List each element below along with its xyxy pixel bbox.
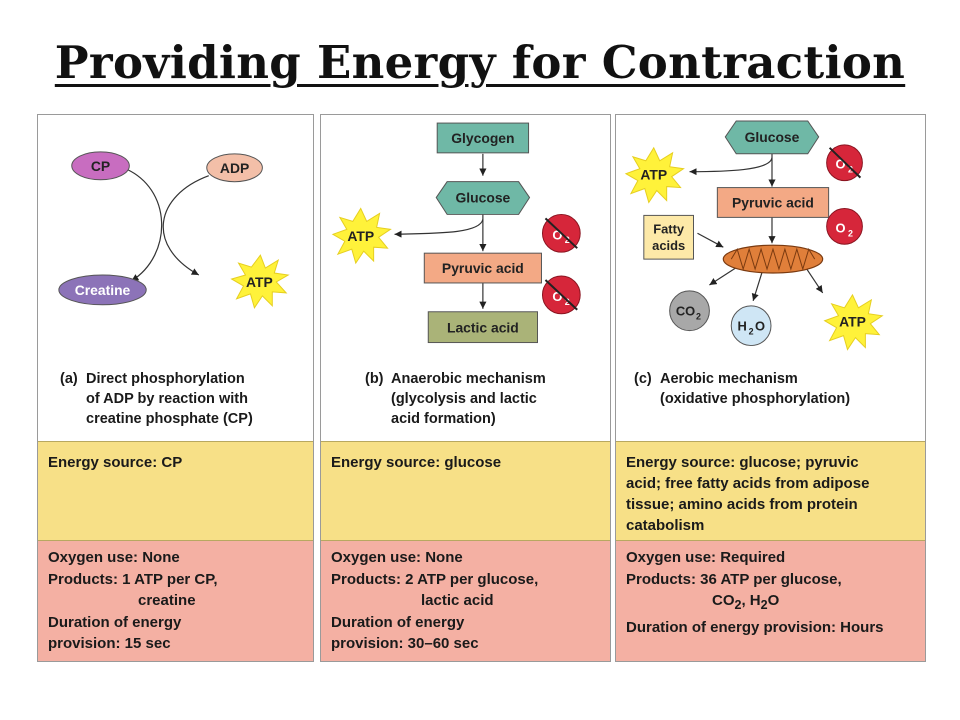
- glucose-node: Glucose: [435, 181, 531, 215]
- mitochondrion-icon: [722, 244, 824, 274]
- co2-node: CO 2: [669, 290, 710, 332]
- svg-text:O: O: [836, 220, 846, 235]
- svg-text:ADP: ADP: [220, 160, 249, 176]
- oxygen-products-anaerobic: Oxygen use: None Products: 2 ATP per glu…: [321, 541, 610, 661]
- arrow-glucose-atp: [689, 157, 773, 176]
- caption-direct-phosphorylation: (a) Direct phosphorylation of ADP by rea…: [60, 371, 253, 427]
- pyruvic-acid-node: Pyruvic acid: [423, 252, 542, 284]
- arrow-to-h2o: [751, 268, 764, 302]
- atp-star-node: ATP: [230, 254, 290, 309]
- svg-text:Lactic acid: Lactic acid: [447, 320, 519, 336]
- svg-text:O: O: [552, 289, 562, 304]
- panel-anaerobic-mechanism: Glycogen Glucose ATP Pyruvic acid Lactic…: [320, 114, 611, 662]
- svg-text:O: O: [836, 157, 846, 172]
- energy-source-glucose: Energy source: glucose: [321, 441, 610, 541]
- svg-text:Glucose: Glucose: [745, 129, 800, 145]
- svg-text:2: 2: [749, 327, 754, 337]
- energy-source-aerobic: Energy source: glucose; pyruvic acid; fr…: [616, 441, 925, 541]
- no-oxygen-icon: O 2: [541, 213, 581, 253]
- arrow-adp-to-atp: [162, 175, 209, 276]
- svg-text:O: O: [552, 227, 562, 242]
- svg-text:O: O: [755, 319, 765, 334]
- oxygen-products-aerobic: Oxygen use: Required Products: 36 ATP pe…: [616, 541, 925, 661]
- pyruvic-acid-node: Pyruvic acid: [716, 187, 830, 218]
- creatine-node: Creatine: [58, 274, 147, 306]
- arrow-glucose-atp: [394, 219, 484, 238]
- oxygen-icon: O 2: [826, 207, 863, 245]
- oxygen-products-cp: Oxygen use: None Products: 1 ATP per CP,…: [38, 541, 313, 661]
- svg-text:Fatty: Fatty: [653, 221, 685, 236]
- svg-text:2: 2: [848, 228, 853, 238]
- svg-text:ATP: ATP: [347, 228, 374, 244]
- svg-text:Glucose: Glucose: [455, 190, 510, 206]
- arrow-cp-to-creatine: [123, 167, 163, 282]
- caption-aerobic-mechanism: (c) Aerobic mechanism (oxidative phospho…: [634, 371, 851, 407]
- page-title: Providing Energy for Contraction: [54, 36, 906, 89]
- diagram-direct-phosphorylation: CP ADP Creatine ATP: [58, 151, 290, 309]
- atp-star-node: ATP: [331, 207, 392, 265]
- svg-text:Pyruvic acid: Pyruvic acid: [732, 194, 814, 210]
- svg-text:ATP: ATP: [839, 314, 866, 330]
- no-oxygen-icon: O 2: [541, 275, 581, 315]
- arrow-fatty-mitochondrion: [697, 232, 724, 248]
- svg-text:CO: CO: [676, 304, 695, 319]
- energy-source-cp: Energy source: CP: [38, 441, 313, 541]
- panel-direct-phosphorylation: CP ADP Creatine ATP (a) Direct phosphory…: [37, 114, 314, 662]
- products-co2-h2o: CO2, H2O: [712, 592, 780, 612]
- diagram-anaerobic-mechanism: Glycogen Glucose ATP Pyruvic acid Lactic…: [331, 122, 581, 344]
- svg-text:acids: acids: [652, 238, 685, 253]
- no-oxygen-icon: O 2: [826, 144, 863, 182]
- svg-text:ATP: ATP: [246, 274, 273, 290]
- svg-text:Creatine: Creatine: [75, 282, 131, 298]
- adp-node: ADP: [206, 153, 263, 183]
- atp-star-node: ATP: [624, 146, 685, 204]
- lactic-acid-node: Lactic acid: [427, 311, 538, 344]
- svg-text:ATP: ATP: [640, 167, 667, 183]
- atp-star-node: ATP: [823, 293, 884, 351]
- svg-text:Glycogen: Glycogen: [451, 130, 514, 146]
- caption-anaerobic-mechanism: (b) Anaerobic mechanism (glycolysis and …: [365, 371, 546, 427]
- diagram-aerobic-mechanism: Glucose ATP Pyruvic acid Fatty acids O 2…: [624, 120, 884, 351]
- svg-text:2: 2: [696, 312, 701, 322]
- cp-node: CP: [71, 151, 130, 181]
- svg-text:H: H: [738, 319, 747, 334]
- fatty-acids-node: Fatty acids: [643, 214, 694, 260]
- svg-text:Pyruvic acid: Pyruvic acid: [442, 260, 524, 276]
- panel-aerobic-mechanism: Glucose ATP Pyruvic acid Fatty acids O 2…: [615, 114, 926, 662]
- svg-text:CP: CP: [91, 158, 110, 174]
- glycogen-node: Glycogen: [436, 122, 530, 154]
- h2o-node: H 2 O: [730, 305, 772, 347]
- glucose-node: Glucose: [724, 120, 820, 155]
- svg-text:2: 2: [848, 165, 853, 175]
